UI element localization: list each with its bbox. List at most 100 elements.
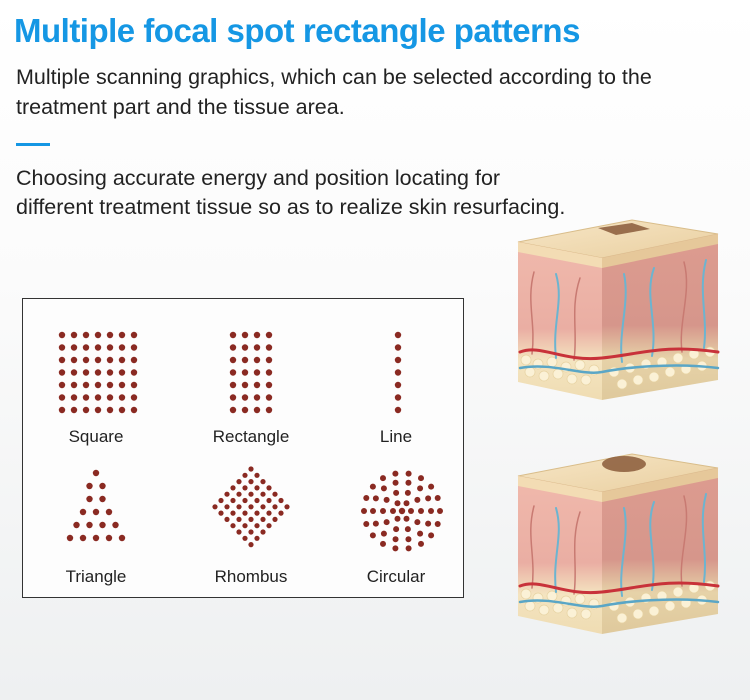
focal-spot-dot <box>236 491 242 497</box>
focal-spot-dot <box>241 331 249 339</box>
focal-spot-dot <box>241 356 249 364</box>
focal-spot-dot <box>118 331 126 339</box>
focal-spot-dot <box>253 394 261 401</box>
focal-spot-dot <box>369 532 376 539</box>
focal-spot-dot <box>260 516 266 522</box>
focal-spot-dot <box>363 520 370 527</box>
focal-spot-dot <box>230 523 236 529</box>
focal-spot-dot <box>254 510 260 516</box>
focal-spot-dot <box>392 479 399 486</box>
focal-spot-dot <box>383 496 390 503</box>
line-dots-icon <box>394 331 402 414</box>
square-dots-icon <box>58 331 138 414</box>
focal-spot-dot <box>229 331 237 339</box>
focal-spot-dot <box>82 381 90 389</box>
focal-spot-dot <box>394 394 402 401</box>
focal-spot-dot <box>70 331 78 339</box>
focal-spot-dot <box>265 331 273 339</box>
pattern-rectangle[interactable]: Rectangle <box>181 321 321 456</box>
focal-spot-dot <box>112 521 119 529</box>
focal-spot-dot <box>418 475 424 482</box>
focal-spot-dot <box>394 356 402 364</box>
focal-spot-dot <box>86 482 93 490</box>
focal-spot-dot <box>118 394 126 401</box>
rectangle-dots-icon <box>229 331 273 414</box>
focal-spot-dot <box>417 485 424 492</box>
focal-spot-dot <box>118 534 126 542</box>
focal-spot-dot <box>248 516 254 522</box>
pattern-label-line: Line <box>379 427 413 446</box>
focal-spot-dot <box>229 369 237 376</box>
focal-spot-dot <box>99 495 106 503</box>
focal-spot-dot <box>260 479 266 485</box>
focal-spot-dot <box>428 508 434 514</box>
focal-spot-dot <box>230 497 236 504</box>
skin-block-bottom-image <box>517 453 720 634</box>
focal-spot-dot <box>58 369 66 376</box>
focal-spot-dot <box>390 508 396 514</box>
page-title: Multiple focal spot rectangle patterns <box>14 12 580 49</box>
focal-spot-dot <box>236 479 242 485</box>
focal-spot-dot <box>248 504 254 510</box>
pattern-circular[interactable]: Circular <box>326 461 466 596</box>
focal-spot-dot <box>229 356 237 364</box>
focal-spot-dot <box>393 526 400 533</box>
focal-spot-dot <box>236 504 242 510</box>
pattern-label-circular: Circular <box>366 567 426 586</box>
focal-spot-dot <box>260 529 266 535</box>
pattern-label-rectangle: Rectangle <box>212 427 290 446</box>
focal-spot-dot <box>265 344 273 351</box>
focal-spot-dot <box>404 489 411 496</box>
focal-spot-dot <box>361 508 367 514</box>
focal-spot-dot <box>94 381 102 389</box>
focal-spot-dot <box>392 470 399 477</box>
focal-spot-dot <box>265 394 273 401</box>
focal-spot-dot <box>82 406 90 414</box>
focal-spot-dot <box>253 381 261 389</box>
pattern-line[interactable]: Line <box>326 321 466 456</box>
pattern-rhombus[interactable]: Rhombus <box>181 461 321 596</box>
focal-spot-dot <box>254 535 260 541</box>
focal-spot-dot <box>99 482 106 490</box>
focal-spot-dot <box>248 479 254 485</box>
focal-spot-dot <box>241 394 249 401</box>
pattern-square[interactable]: Square <box>26 321 166 456</box>
focal-spot-dot <box>242 535 248 541</box>
rhombus-dots-icon <box>212 466 290 548</box>
focal-spot-dot <box>92 508 100 516</box>
focal-spot-dot <box>58 406 66 414</box>
focal-spot-dot <box>229 381 237 389</box>
focal-spot-dot <box>405 536 412 543</box>
focal-spot-dot <box>58 331 66 339</box>
focal-spot-dot <box>230 485 236 491</box>
focal-spot-dot <box>130 344 138 351</box>
focal-spot-dot <box>241 369 249 376</box>
focal-spot-dot <box>380 508 386 514</box>
focal-spot-dot <box>130 356 138 364</box>
patterns-box: Square Rectangle Line Triangle Rhombus C… <box>22 298 464 598</box>
focal-spot-dot <box>70 381 78 389</box>
focal-spot-dot <box>224 504 230 510</box>
focal-spot-dot <box>241 406 249 414</box>
focal-spot-dot <box>106 331 114 339</box>
focal-spot-dot <box>414 496 421 503</box>
focal-spot-dot <box>94 406 102 414</box>
focal-spot-dot <box>130 369 138 376</box>
focal-spot-dot <box>94 394 102 401</box>
focal-spot-dot <box>94 331 102 339</box>
focal-spot-dot <box>242 523 248 529</box>
focal-spot-dot <box>254 472 260 478</box>
focal-spot-dot <box>241 381 249 389</box>
focal-spot-dot <box>70 344 78 351</box>
focal-spot-dot <box>248 491 254 497</box>
focal-spot-dot <box>241 344 249 351</box>
focal-spot-dot <box>253 344 261 351</box>
focal-spot-dot <box>229 344 237 351</box>
focal-spot-dot <box>92 469 100 477</box>
focal-spot-dot <box>278 510 284 516</box>
focal-spot-dot <box>417 530 424 537</box>
focal-spot-dot <box>260 491 266 497</box>
focal-spot-dot <box>363 495 370 502</box>
focal-spot-dot <box>82 331 90 339</box>
pattern-triangle[interactable]: Triangle <box>26 461 166 596</box>
